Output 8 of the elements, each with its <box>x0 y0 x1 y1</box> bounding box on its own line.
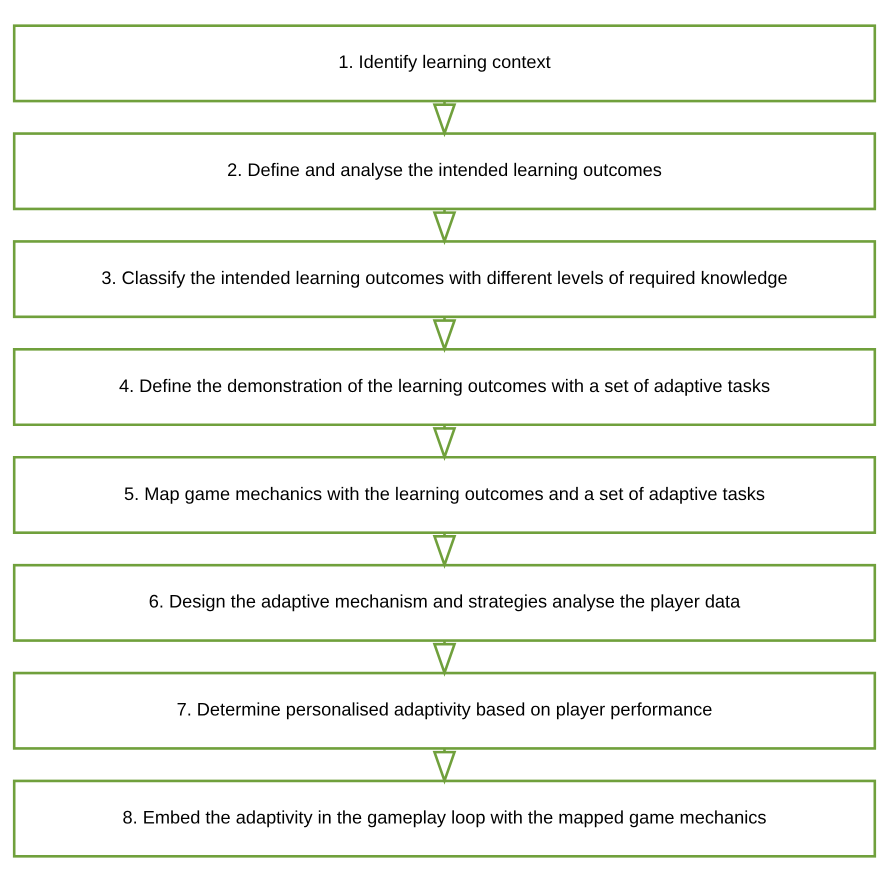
node-box: 8. Embed the adaptivity in the gameplay loop with the mapped game mechanics <box>12 780 876 858</box>
node-box: 1. Identify learning context <box>12 24 876 102</box>
node-box: 6. Design the adaptive mechanism and strategies analyse the player data <box>12 564 876 642</box>
node-box: 5. Map game mechanics with the learning outcomes and a set of adaptive tasks <box>12 456 876 534</box>
node-box: 4. Define the demonstration of the learning outcomes with a set of adaptive tasks <box>12 348 876 426</box>
node-box: 3. Classify the intended learning outcomes with different levels of required knowledge <box>12 240 876 318</box>
node-box: 2. Define and analyse the intended learning outcomes <box>12 132 876 210</box>
node-box: 7. Determine personalised adaptivity based on player performance <box>12 672 876 750</box>
